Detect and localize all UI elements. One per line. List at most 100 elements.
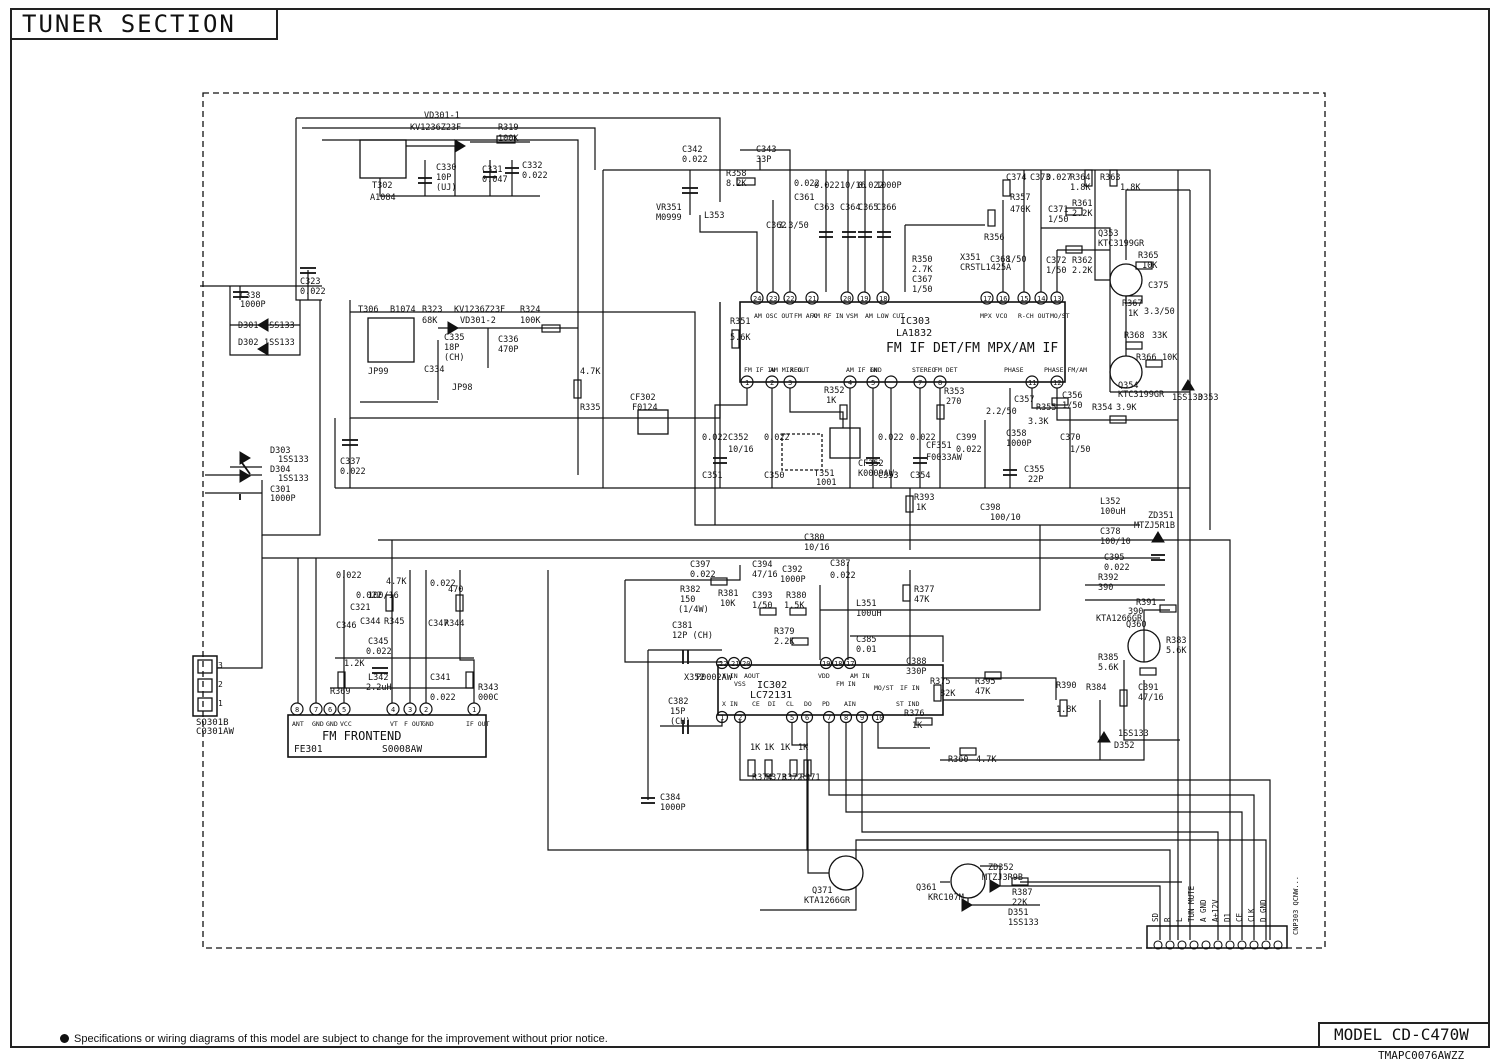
c337-ref: C337 [340, 457, 360, 467]
l342-value: 2.2uH [366, 683, 392, 693]
r364-value: 1.8K [1070, 183, 1091, 193]
r392-value: 390 [1098, 583, 1113, 593]
l353-ref: L353 [704, 211, 724, 221]
vr351-part: M0999 [656, 213, 682, 223]
fe301-body [287, 714, 487, 758]
ics-ic303-pins_top-9: R-CH OUT [1018, 312, 1049, 320]
vd301-1-label: VD301-1 [424, 111, 460, 121]
c330-ref: C330 [436, 163, 456, 173]
r363-ref: R363 [1100, 173, 1120, 183]
r371-value: 1K [798, 743, 809, 753]
c394-ref: C394 [752, 560, 772, 570]
r323-ref: R323 [422, 305, 442, 315]
c367-ref: C367 [912, 275, 932, 285]
r354-ref: R354 [1092, 403, 1112, 413]
c321-value: 0.022 [356, 591, 382, 601]
ics-ic303-pins_top_nums-5: 19 [860, 295, 868, 303]
ics-ic302-pins_bottom_nums-0: 1 [720, 714, 724, 722]
c342-ref: C342 [682, 145, 702, 155]
r391-value: 390 [1128, 607, 1143, 617]
r357-value: 470K [1010, 205, 1031, 215]
r352-ref: R352 [824, 386, 844, 396]
notice-text: Specifications or wiring diagrams of thi… [74, 1033, 608, 1045]
c361-ref: C361 [794, 193, 814, 203]
ic302-pin-labels: X IN VSS AOUT VDD FM IN AM IN X IN CE DI… [722, 672, 920, 708]
so301-socket [192, 655, 218, 717]
c341-value: 0.022 [430, 693, 456, 703]
ics-ic302-pins_bottom_nums-5: 6 [805, 714, 809, 722]
ic303-ref: IC303 [900, 316, 930, 327]
so301-ref: SO301B [196, 718, 229, 728]
d353-part: 1SS133 [1172, 393, 1203, 403]
d302-ref: D302 [238, 338, 258, 348]
r362-value: 2.2K [1072, 266, 1093, 276]
c355-value: 22P [1028, 475, 1043, 485]
x352-part: P0002AW [696, 673, 733, 683]
ics-ic302-pins_bottom-3: CL [786, 700, 794, 708]
connectors-cnp301-label: CNP303 QCNW... [1292, 876, 1300, 935]
ics-ic303-pins_top-2: FM AFC [794, 312, 818, 320]
cf351-ref: CF351 [926, 441, 952, 451]
r344-value: 470 [448, 585, 463, 595]
vd301-2-part: KV1236Z23F [454, 305, 505, 315]
d352-part: 1SS133 [1118, 729, 1149, 739]
r379-ref: R379 [774, 627, 794, 637]
c357-ref: C357 [1014, 395, 1034, 405]
ic303-part: LA1832 [896, 328, 932, 339]
ics-ic302-pins_bottom_nums-6: 7 [827, 714, 831, 722]
ics-ic303-pins_top_nums-2: 22 [786, 295, 794, 303]
c338-value: 1000P [240, 300, 266, 310]
q360-ref: Q360 [1126, 620, 1146, 630]
r391-ref: R391 [1136, 598, 1156, 608]
t351-part: 1001 [816, 478, 836, 488]
c375-value: 3.3/50 [1144, 307, 1175, 317]
c323-ref: C323 [300, 277, 320, 287]
ics-ic302-pins_bottom-4: DO [804, 700, 812, 708]
c341-ref: C341 [430, 673, 450, 683]
c365-value: 0.022 [858, 181, 884, 191]
connectors-cnp301-pins-8: CLK [1247, 908, 1256, 922]
c381-ref: C381 [672, 621, 692, 631]
c301-value: 1000P [270, 494, 296, 504]
r345-ref: R345 [384, 617, 404, 627]
q354-part: KTC3199GR [1118, 390, 1165, 400]
ics-ic302-pins_top_nums-4: 18 [834, 660, 842, 668]
c382-grade: (CH) [670, 717, 690, 727]
c354-ref: C354 [910, 471, 930, 481]
ics-ic303-pins_bottom-1: AM MIX OUT [770, 366, 809, 374]
c301-ref: C301 [270, 485, 290, 495]
ic302-part: LC72131 [750, 690, 792, 701]
c362-ref: C362 [766, 221, 786, 231]
t306-part: B1074 [390, 305, 416, 315]
c347-value: 0.022 [430, 579, 456, 589]
r372-value: 1K [780, 743, 791, 753]
r323-value: 68K [422, 316, 438, 326]
c342-value: 0.022 [682, 155, 708, 165]
c392-value: 1000P [780, 575, 806, 585]
t351-ref: T351 [814, 469, 834, 479]
so301-part: C0301AW [196, 727, 235, 737]
ics-ic303-pins_bottom_nums-6: 7 [918, 379, 922, 387]
r395-value: 47K [975, 687, 991, 697]
r319-value: 100K [498, 134, 519, 144]
c395-ref: C395 [1104, 553, 1124, 563]
c381-value: 12P (CH) [672, 631, 713, 641]
c352-value: 10/16 [728, 445, 754, 455]
ics-ic303-pins_bottom_nums-1: 2 [770, 379, 774, 387]
q371-ref: Q371 [812, 886, 832, 896]
r352-value: 1K [826, 396, 837, 406]
connectors-cnp301-pins-0: SD [1151, 912, 1160, 922]
cf352-ref: CF352 [858, 459, 884, 469]
r355-value: 3.3K [1028, 417, 1049, 427]
r371-ref: R371 [800, 773, 820, 783]
cf352-part: K0009AW [858, 469, 895, 479]
c330-value: 10P [436, 173, 451, 183]
d303-part: 1SS133 [278, 455, 309, 465]
ics-ic303-pins_top_nums-9: 15 [1020, 295, 1028, 303]
ics-ic303-pins_bottom-8: PHASE [1004, 366, 1024, 374]
ic303-body [739, 301, 1066, 383]
r362-ref: R362 [1072, 256, 1092, 266]
r390-ref: R390 [1056, 681, 1076, 691]
c378-value: 100/10 [1100, 537, 1131, 547]
